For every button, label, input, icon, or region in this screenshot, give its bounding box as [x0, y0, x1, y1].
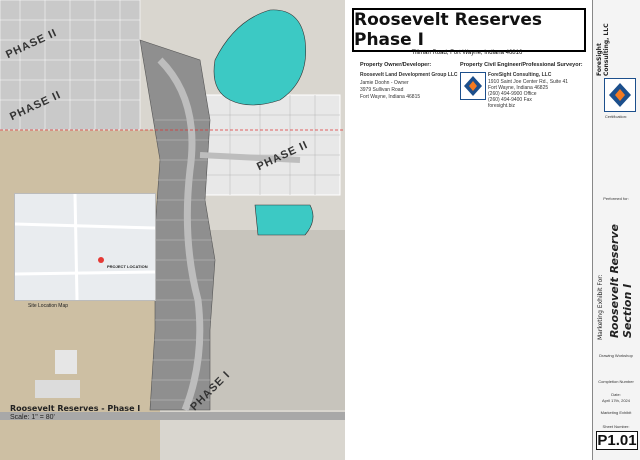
engineer-street: 1910 Saint Joe Center Rd., Suite 41: [488, 79, 569, 85]
site-plan-map[interactable]: PHASE II PHASE II PHASE II PHASE I PROJE…: [0, 0, 345, 460]
owner-heading: Property Owner/Developer:: [360, 62, 432, 68]
owner-street: 3979 Sullivan Road: [360, 87, 404, 93]
foresight-logo-icon: [460, 72, 486, 100]
date-value: April 17th, 2024: [601, 398, 631, 403]
map-scale: Scale: 1" = 80': [10, 414, 55, 421]
engineer-web: foresight.biz: [488, 103, 515, 109]
engineer-heading: Property Civil Engineer/Professional Sur…: [460, 62, 583, 68]
project-name: Roosevelt Reserve Section I: [608, 224, 634, 338]
completion-label: Completion Number: [598, 379, 634, 384]
side-logo-icon: [604, 78, 636, 112]
exhibit-for-label: Marketing Exhibit For:: [597, 274, 604, 340]
performed-for-label: Performed for:: [603, 196, 629, 201]
project-location-label: PROJECT LOCATION: [107, 264, 148, 269]
page-title: Roosevelt Reserves Phase I: [354, 10, 542, 50]
title-block: Roosevelt Reserves Phase I: [352, 8, 586, 52]
site-location-map: PROJECT LOCATION: [14, 193, 156, 301]
sheet-number-label: Sheet Number:: [602, 424, 630, 429]
title-strip: [592, 0, 640, 460]
owner-contact: Jamie Doohn - Owner: [360, 80, 409, 86]
engineer-fax: (260) 494-9400 Fax: [488, 97, 532, 103]
location-map-label: Site Location Map: [28, 303, 69, 309]
map-title: Roosevelt Reserves - Phase I: [10, 404, 141, 413]
engineer-phone: (260) 494-9900 Office: [488, 91, 537, 97]
project-address: Tillman Road, Fort Wayne, Indiana 46816: [411, 50, 523, 56]
firm-name: ForeSight Consulting, LLC: [596, 23, 610, 76]
engineer-company: ForeSight Consulting, LLC: [488, 72, 552, 78]
drawing-label: Drawing Workshop: [599, 353, 633, 358]
sheet-number: P1.01: [596, 431, 638, 450]
exhibit-value: Marketing Exhibit: [600, 410, 632, 415]
certification-label: Certification:: [604, 114, 628, 119]
owner-city: Fort Wayne, Indiana 46815: [360, 94, 421, 100]
owner-company: Roosevelt Land Development Group LLC: [360, 72, 458, 78]
date-label: Date:: [611, 392, 621, 397]
engineer-city: Fort Wayne, Indiana 46825: [488, 85, 549, 91]
